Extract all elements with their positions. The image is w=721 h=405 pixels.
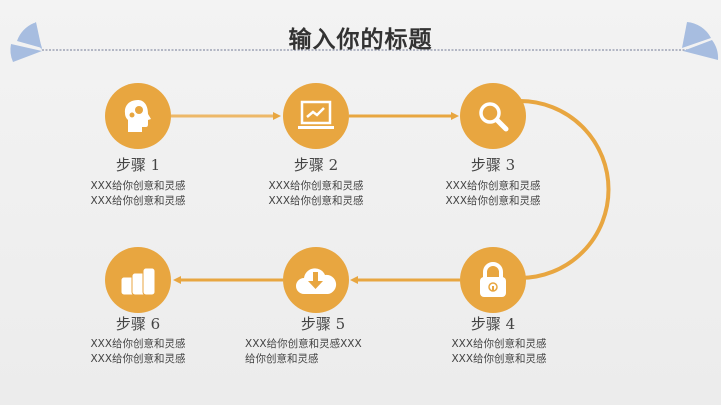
laptop-chart-icon [298, 100, 334, 129]
step-6-circle [105, 247, 171, 313]
step-5-circle [283, 247, 349, 313]
page-title: 输入你的标题 [288, 27, 433, 53]
coins-icon [120, 267, 156, 296]
desc-line: 给你创意和灵感 [245, 353, 319, 365]
step-4-description: XXX给你创意和灵感 XXX给你创意和灵感 [419, 337, 579, 367]
desc-line: XXX给你创意和灵感 [90, 180, 186, 192]
step-3-description: XXX给你创意和灵感 XXX给你创意和灵感 [413, 179, 573, 209]
step-3-label: 步骤 3 [470, 156, 516, 174]
arrowhead [173, 276, 181, 284]
arc-3-4 [519, 99, 611, 280]
arrowhead [273, 112, 281, 120]
arrowhead [451, 112, 459, 120]
step-2-circle [283, 83, 349, 149]
right-fan-decoration [682, 22, 719, 60]
desc-line: XXX给你创意和灵感 [451, 353, 547, 365]
step-1-circle [105, 83, 171, 149]
desc-line: XXX给你创意和灵感 [445, 180, 541, 192]
step-5-description: XXX给你创意和灵感XXX 给你创意和灵感 [245, 337, 405, 367]
left-fan-decoration [10, 22, 43, 62]
cloud-download-icon [296, 268, 337, 294]
head-gears-icon [124, 100, 151, 132]
desc-line: XXX给你创意和灵感 [445, 195, 541, 207]
step-6-description: XXX给你创意和灵感 XXX给你创意和灵感 [58, 337, 218, 367]
desc-line: XXX给你创意和灵感 [451, 338, 547, 350]
desc-line: XXX给你创意和灵感 [268, 195, 364, 207]
step-4-label: 步骤 4 [470, 315, 516, 333]
magnifier-icon [479, 102, 509, 132]
step-2-label: 步骤 2 [293, 156, 339, 174]
desc-line: XXX给你创意和灵感XXX [245, 338, 362, 350]
desc-line: XXX给你创意和灵感 [90, 353, 186, 365]
step-1-label: 步骤 1 [115, 156, 161, 174]
desc-line: XXX给你创意和灵感 [268, 180, 364, 192]
desc-line: XXX给你创意和灵感 [90, 195, 186, 207]
flow-connectors [171, 99, 611, 282]
step-3-circle [460, 83, 526, 149]
lock-icon [480, 262, 506, 297]
step-6-label: 步骤 6 [115, 315, 161, 333]
arrowhead [350, 276, 358, 284]
step-4-circle [460, 247, 526, 313]
desc-line: XXX给你创意和灵感 [90, 338, 186, 350]
step-5-label: 步骤 5 [300, 315, 346, 333]
step-1-description: XXX给你创意和灵感 XXX给你创意和灵感 [58, 179, 218, 209]
step-2-description: XXX给你创意和灵感 XXX给你创意和灵感 [236, 179, 396, 209]
